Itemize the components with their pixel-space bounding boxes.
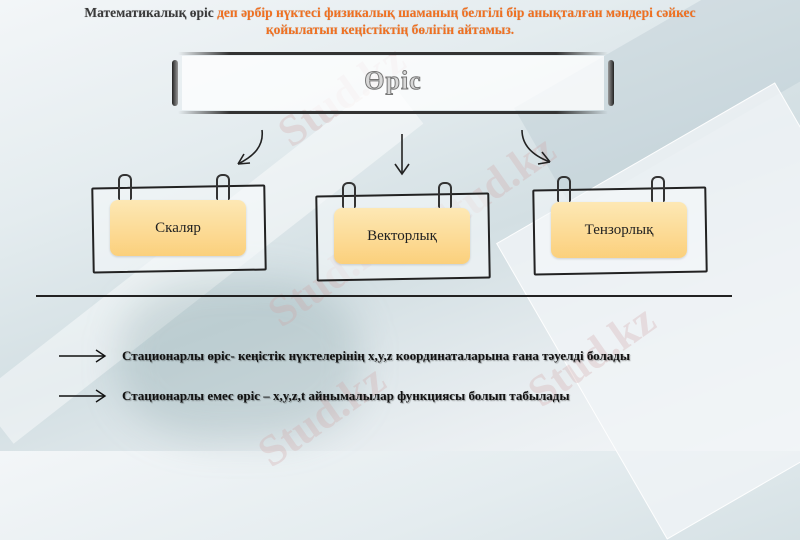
definition-heading: Математикалық өріс деп әрбір нүктесі физ… [70, 4, 710, 38]
paperclip-icon [342, 182, 356, 208]
paperclip-icon [557, 176, 571, 202]
right-arrow-icon [59, 389, 107, 403]
bullet-stationary: Стационарлы өріс- кеңістік нүктелерінің … [58, 348, 630, 364]
bullet-text: Стационарлы емес өріс – x,y,z,t айнымалы… [122, 388, 570, 403]
right-arrow-icon [59, 349, 107, 363]
paperclip-icon [651, 176, 665, 202]
title-rule-top [178, 52, 608, 55]
title-cap-left [172, 60, 178, 106]
curved-arrow-left-icon [237, 129, 263, 165]
paperclip-icon [216, 174, 230, 200]
heading-definition: деп әрбір нүктесі физикалық шаманың белг… [217, 5, 696, 37]
card-label: Скаляр [155, 219, 201, 236]
card-vector: Векторлық [315, 182, 494, 282]
card-tensor: Тензорлық [532, 176, 711, 276]
card-label-box: Векторлық [334, 208, 470, 264]
page-title: Өріс [364, 66, 422, 96]
heading-term: Математикалық өріс [84, 5, 218, 20]
watermark: Stud.kz [248, 354, 395, 477]
card-label-box: Тензорлық [551, 202, 687, 258]
title-cap-right [608, 60, 614, 106]
title-rule-bottom [178, 111, 608, 114]
paperclip-icon [438, 182, 452, 208]
curved-arrow-right-icon [521, 129, 551, 165]
card-scalar: Скаляр [91, 174, 270, 274]
title-banner: Өріс [172, 52, 614, 114]
bullet-text: Стационарлы өріс- кеңістік нүктелерінің … [122, 348, 631, 363]
bullet-nonstationary: Стационарлы емес өріс – x,y,z,t айнымалы… [58, 388, 570, 404]
down-arrow-icon [394, 134, 410, 176]
paperclip-icon [118, 174, 132, 200]
horizontal-divider [36, 295, 732, 297]
card-label-box: Скаляр [110, 200, 246, 256]
title-panel [182, 56, 604, 110]
card-label: Векторлық [367, 227, 437, 244]
card-label: Тензорлық [584, 221, 654, 238]
